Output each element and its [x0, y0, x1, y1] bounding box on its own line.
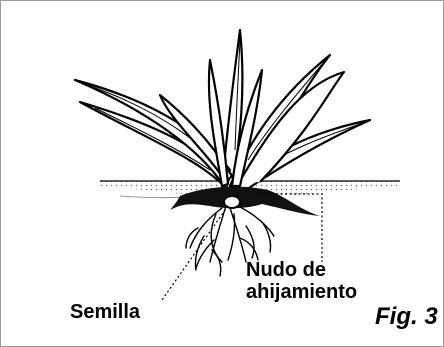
figure-number: Fig. 3 [375, 303, 438, 330]
leaves [73, 28, 372, 192]
tiller-node-leader [258, 193, 323, 262]
tiller-node-label-line2: ahijamiento [246, 281, 358, 303]
seed-label: Semilla [70, 301, 141, 323]
tiller-node-label: Nudo de ahijamiento [246, 259, 357, 303]
seed-leader [161, 205, 229, 301]
roots [185, 205, 275, 277]
tiller-node-crown [170, 186, 320, 216]
leader-lines [161, 193, 323, 301]
tiller-node-label-line1: Nudo de [246, 259, 326, 281]
